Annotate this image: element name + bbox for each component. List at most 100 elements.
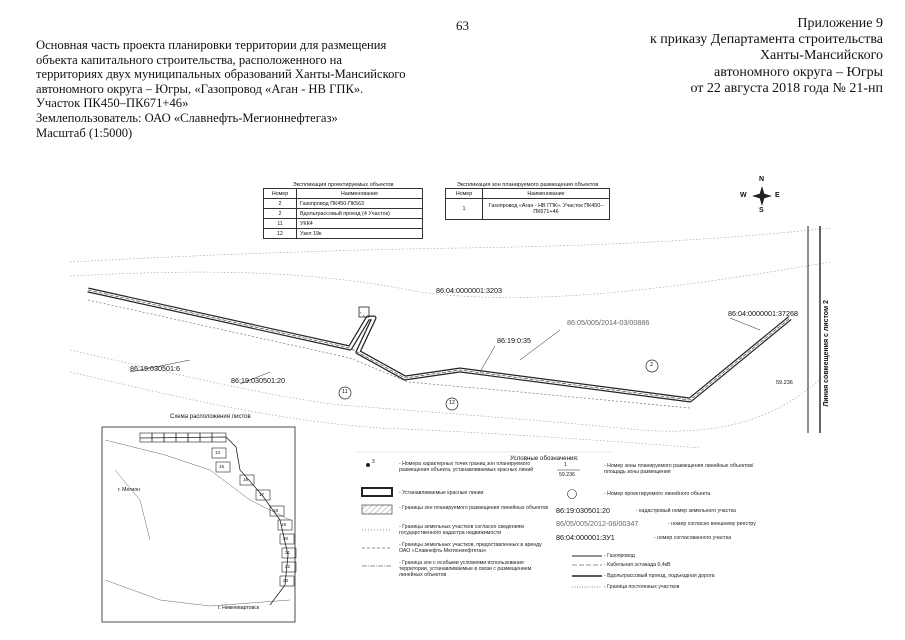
table-row: 12 Узел 19к (263, 228, 423, 239)
parcel-label-top: 86:04:0000001:3203 (436, 286, 502, 295)
scheme-sheet-number: 15 (219, 464, 225, 469)
scheme-sheets (139, 432, 297, 587)
header-right-line: к приказу Департамента строительства (649, 32, 883, 48)
table-cell: Газопровод ПК450-ПК563 (296, 198, 423, 209)
legend-zone-area: 59.236 (559, 472, 575, 478)
legend-title: Условные обозначения: (510, 455, 579, 462)
table-row: 2 Вдольтрассовый проезд (4 Участок) (263, 208, 423, 219)
legend-item: - Границы зон планируемого размещения ли… (399, 505, 549, 511)
scheme-route (139, 436, 289, 606)
legend-register-code: 86/05/005/2012-06/00347 (556, 519, 639, 528)
header-left-line: Масштаб (1:5000) (36, 125, 133, 140)
scheme-sheet-number: 18 (273, 508, 279, 513)
parcel-label-register: 86:05/005/2014-03/00886 (567, 318, 650, 327)
legend-item: - Номер зоны планируемого размещения лин… (604, 463, 754, 475)
parcel-label-b: 86:19:030501:6 (130, 364, 180, 373)
scheme-roads (104, 439, 291, 607)
object-number: 12 (449, 400, 456, 406)
scheme-sheet-number: 22 (285, 564, 291, 569)
header-right-line: от 22 августа 2018 года № 21-нп (690, 80, 883, 96)
scheme-sheet-number: 14 (215, 450, 221, 455)
table-cell: 11 (263, 218, 297, 229)
appendix-header: Приложение 9 к приказу Департамента стро… (553, 16, 883, 97)
table2-caption: Экспликация зон планируемого размещения … (456, 182, 599, 188)
table-cell: 2 (263, 208, 297, 219)
table-planned-objects: Экспликация проектируемых объектов Номер… (263, 182, 423, 239)
header-right-line: Ханты-Мансийского (759, 48, 883, 64)
legend-symbols (361, 463, 602, 588)
legend-item: - Номера характерных точек границ зон пл… (399, 461, 534, 473)
compass-west: W (740, 192, 747, 199)
legend-item: - Граница постоянных участков (604, 584, 680, 590)
object-number: 2 (650, 362, 654, 368)
legend-item: - Граница зон с особыми условиями исполь… (399, 560, 532, 578)
zone-area-number: 59.236 (776, 380, 793, 386)
table-cell: Вдольтрассовый проезд (4 Участок) (296, 208, 423, 219)
label-leaders (129, 317, 761, 385)
parcel-label-c: 86:19:030501:20 (231, 376, 285, 385)
parcel-boundary (87, 299, 691, 409)
compass-rose (752, 186, 772, 206)
legend-item: - Вдольтрассовый проезд, подъездная доро… (604, 573, 715, 579)
legend-item: - Границы земельных участков, предоставл… (399, 542, 542, 554)
header-right-line: автономного округа – Югры (714, 64, 883, 80)
terrain-edge-bottom (69, 349, 831, 449)
scheme-city-nizhnevartovsk: г. Нижневартовск (218, 605, 260, 611)
header-left-line: объекта капитального строительства, расп… (36, 52, 342, 67)
header-left-line: автономного округа – Югры, «Газопровод «… (36, 81, 364, 96)
table-cell: Газопровод «Аган - НВ ГПК». Участок ПК45… (482, 198, 610, 220)
legend-item: - Номер проектируемого линейного объекта (604, 491, 711, 497)
parcel-label-right: 86:04:0000001:37268 (728, 309, 798, 318)
scheme-sheet-number: 17 (259, 492, 265, 497)
scheme-frame (101, 426, 296, 623)
legend-item: - Газопровод (604, 553, 635, 559)
legend-point-number: 3 (372, 459, 375, 465)
compass-south: S (759, 207, 764, 214)
table-row: 1 Газопровод «Аган - НВ ГПК». Участок ПК… (445, 198, 610, 220)
scheme-sheet-number: 16 (243, 477, 249, 482)
compass-east: E (775, 192, 780, 199)
table-cell: Узел 19к (296, 228, 423, 239)
scheme-sheet-number: 21 (285, 550, 291, 555)
header-left-line: территориях двух муниципальных образован… (36, 67, 406, 82)
legend-cadastral-code: 86:19:030501:20 (556, 506, 610, 515)
parcel-label-a: 86:19:0:35 (497, 336, 531, 345)
scheme-sheet-number: 23 (283, 578, 289, 583)
object-number: 11 (342, 389, 348, 395)
scheme-city-megion: г. Мегион (118, 487, 140, 493)
table-header-cell: Номер (263, 188, 297, 199)
table-row: 11 УКК4 (263, 218, 423, 229)
scheme-sheet-number: 20 (283, 536, 289, 541)
header-left-line: Основная часть проекта планировки террит… (36, 38, 387, 52)
scheme-title: Схема расположения листов (170, 414, 251, 420)
table-header-row: Номер Наименование (263, 188, 423, 199)
node-square (358, 306, 370, 318)
page-number: 63 (456, 18, 469, 33)
terrain-edge-top (69, 227, 831, 298)
object-circle (645, 359, 659, 373)
table-header-row: Номер Наименование (445, 188, 610, 199)
table1-caption: Экспликация проектируемых объектов (292, 182, 394, 188)
legend-item: - Границы земельных участков согласно св… (399, 524, 524, 536)
table-cell: 2 (263, 198, 297, 209)
pipeline-corridor (87, 287, 792, 403)
table-header-cell: Номер (445, 188, 483, 199)
header-left-line: Землепользователь: ОАО «Славнефть-Мегион… (36, 110, 338, 125)
legend-item: - Кабельная эстакада 0,4кВ (604, 562, 671, 568)
project-description: Основная часть проекта планировки террит… (36, 38, 456, 140)
legend-zone-number: 1 (564, 462, 567, 468)
legend-item: - номер согласованного участка (654, 535, 732, 541)
legend-agreed-code: 86:04:000001:ЗУ1 (556, 533, 615, 542)
scheme-sheet-number: 19 (281, 522, 287, 527)
match-line-caption: Линия совмещения с листом 2 (823, 300, 830, 407)
object-circle (445, 397, 459, 411)
header-right-line: Приложение 9 (797, 16, 883, 31)
table-header-cell: Наименование (482, 188, 610, 199)
object-circle (338, 386, 352, 400)
table-cell: 1 (445, 198, 483, 220)
legend-item: - кадастровый номер земельного участка (636, 508, 736, 514)
table-placement-zones: Экспликация зон планируемого размещения … (445, 182, 610, 220)
legend-item: - Устанавливаемые красные линии (399, 490, 484, 496)
compass-north: N (759, 176, 765, 183)
